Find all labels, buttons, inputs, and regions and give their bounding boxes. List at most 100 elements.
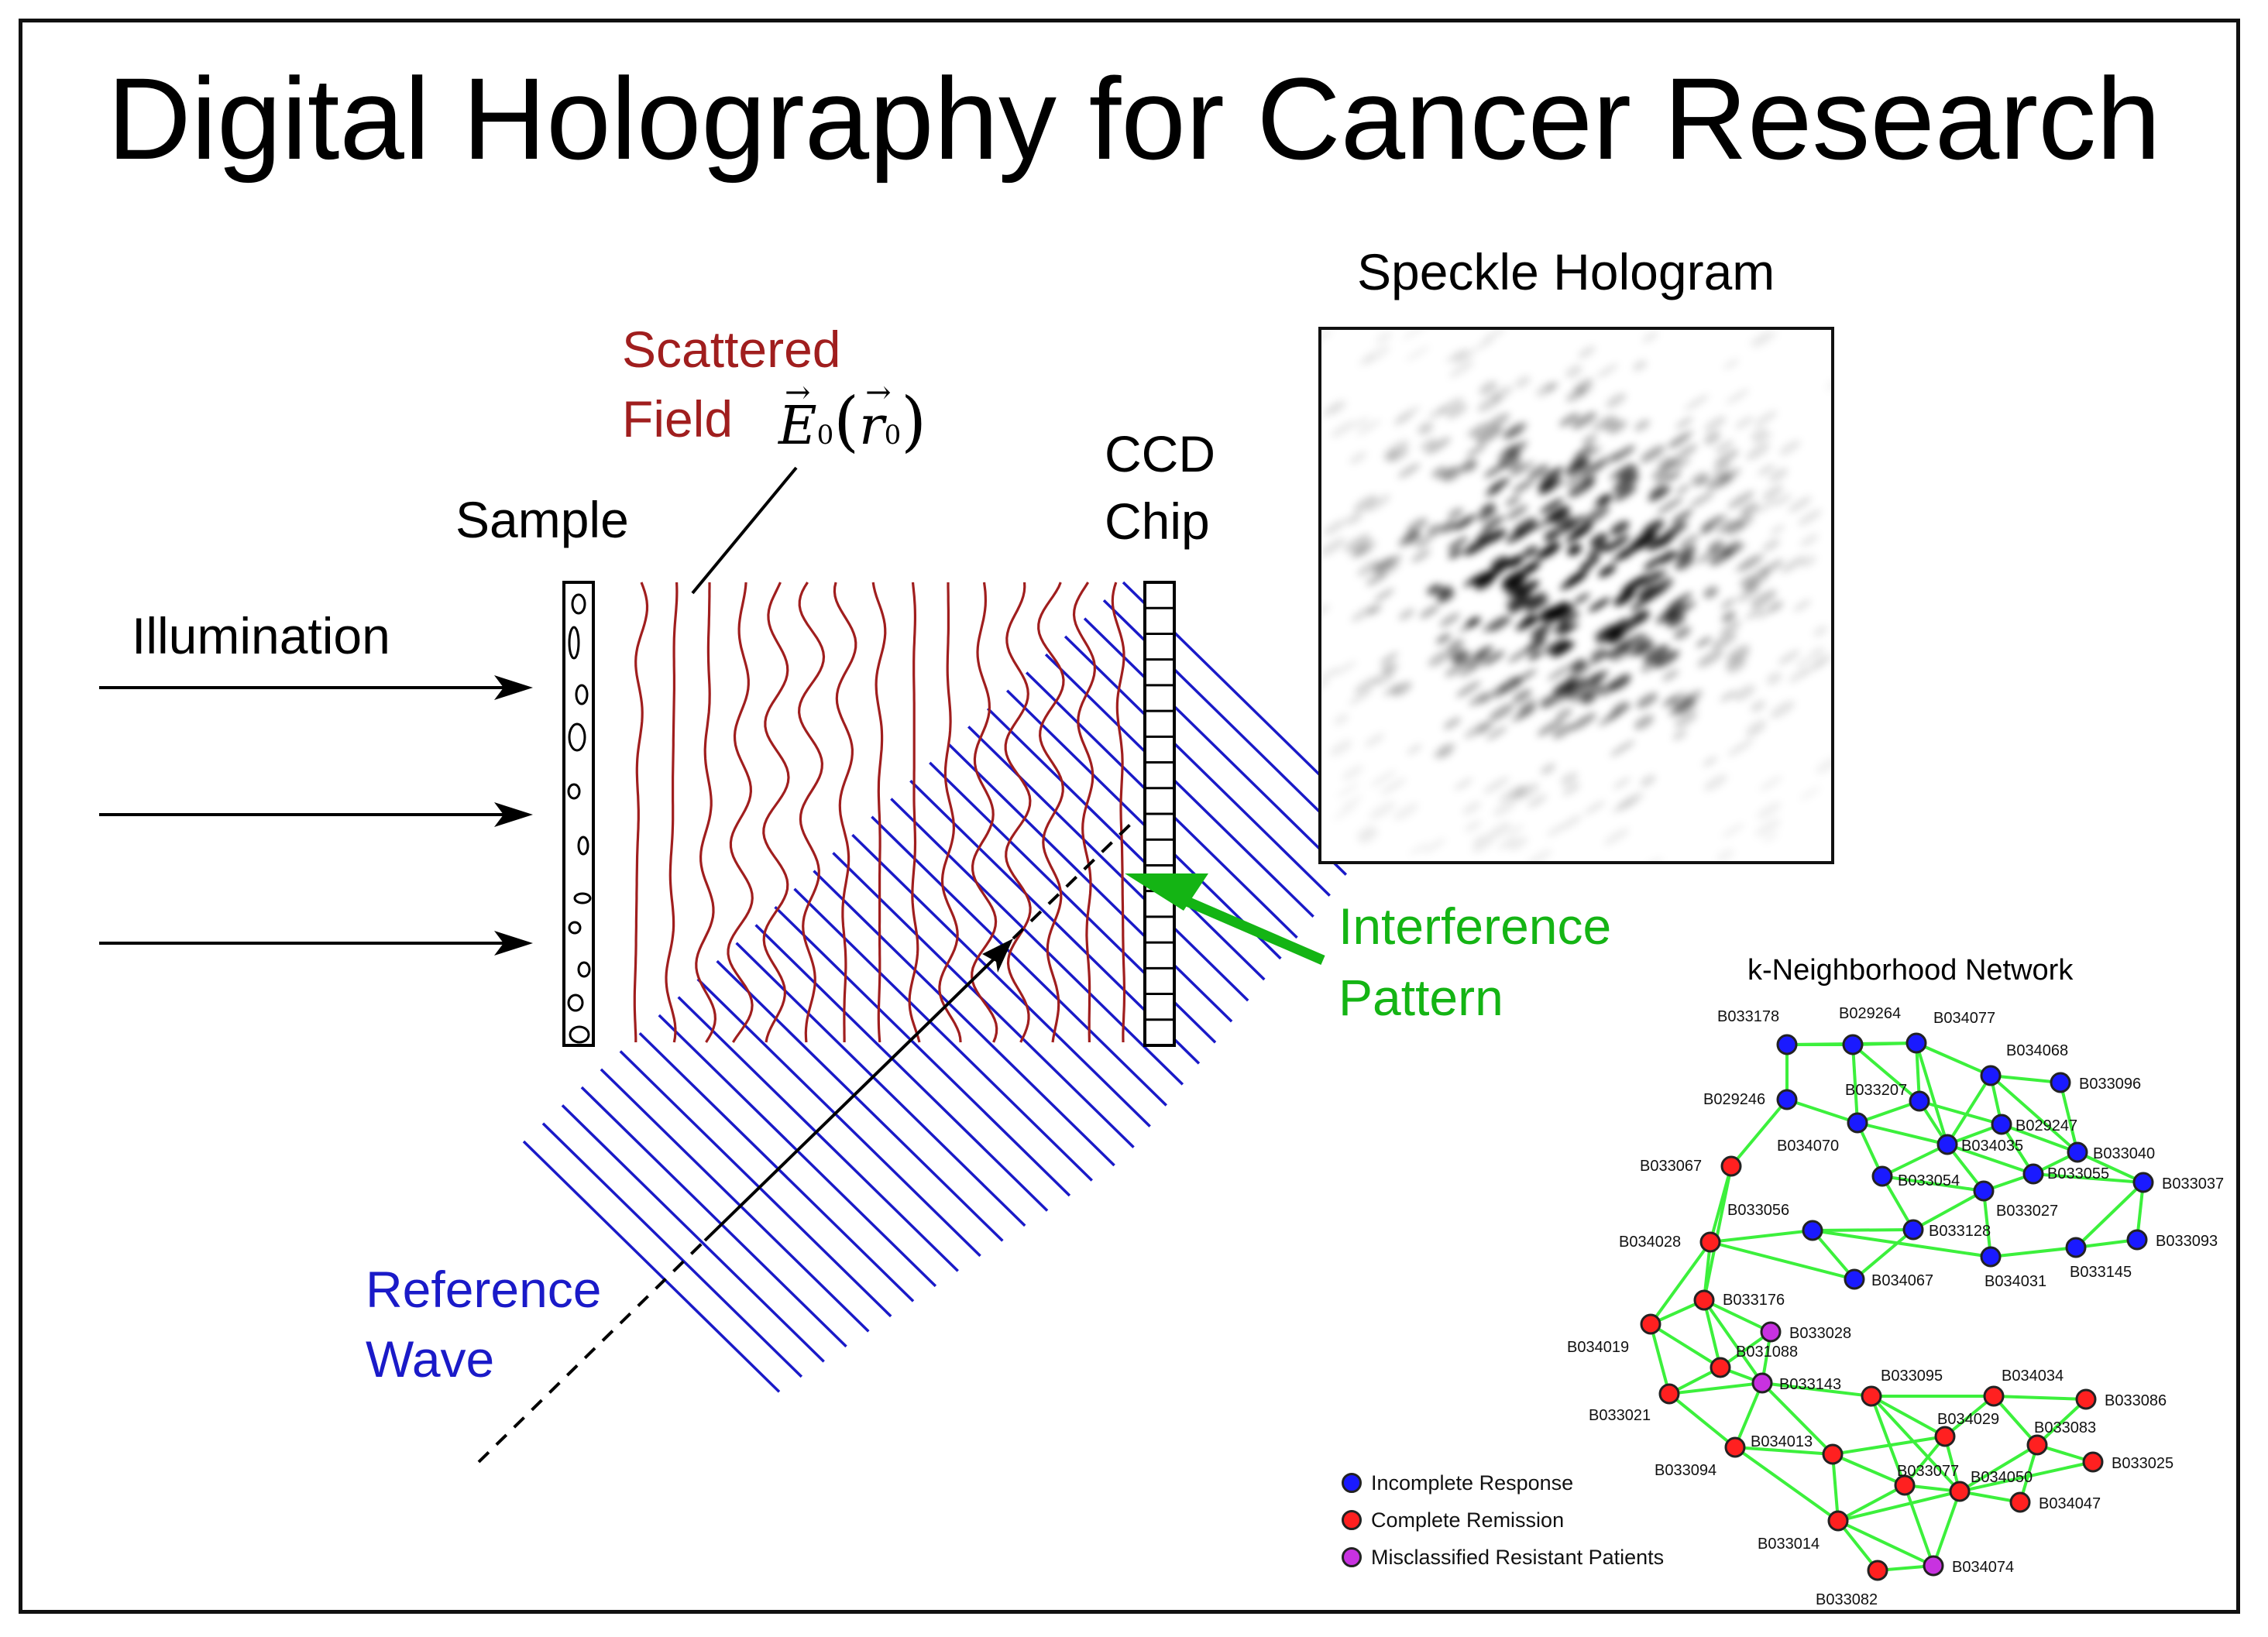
network-node-label: B033094	[1655, 1462, 1716, 1479]
network-node	[1760, 1321, 1782, 1343]
reference-wave-label: Reference	[366, 1261, 602, 1318]
reference-wave-line	[541, 1122, 803, 1378]
network-node-label: B033067	[1640, 1158, 1702, 1175]
network-node	[1902, 1219, 1924, 1241]
reference-wave-line	[561, 1104, 825, 1363]
network-node-label: B034034	[2002, 1368, 2064, 1385]
network-edge	[1734, 1446, 1840, 1522]
network-edge	[1870, 1395, 1906, 1486]
network-node	[2022, 1163, 2044, 1185]
network-edge	[1932, 1491, 1961, 1567]
network-edge	[1812, 1229, 1991, 1258]
network-edge	[1811, 1229, 1856, 1281]
network-node	[1894, 1474, 1916, 1496]
network-node-label: B033027	[1996, 1203, 2058, 1220]
network-edge	[1837, 1484, 1905, 1522]
legend-dot	[1342, 1547, 1362, 1567]
network-edge	[1668, 1381, 1763, 1395]
network-edge	[1734, 1382, 1764, 1448]
network-edge	[2001, 1123, 2078, 1154]
network-title: k-Neighborhood Network	[1747, 954, 2074, 987]
reference-wave-line	[522, 1140, 781, 1393]
network-edge	[1959, 1460, 2094, 1493]
network-node	[1980, 1246, 2002, 1268]
network-node-label: B034028	[1619, 1234, 1681, 1251]
network-edge	[1958, 1443, 2039, 1493]
network-node-label: B033054	[1898, 1172, 1960, 1189]
ccd-label-line2: Chip	[1105, 492, 1210, 550]
sample-cell	[575, 684, 589, 705]
network-node-label: B033086	[2105, 1392, 2167, 1409]
scattered-wave	[665, 582, 679, 1043]
network-edge	[1947, 1143, 2034, 1175]
network-node	[1699, 1231, 1721, 1253]
network-edge	[1857, 1121, 1948, 1146]
scattered-wave	[871, 582, 887, 1043]
illumination-label: Illumination	[132, 607, 390, 664]
network-edge	[1668, 1392, 1737, 1449]
arrow-head-icon	[494, 802, 533, 827]
sample-cell	[567, 994, 584, 1012]
network-node	[1776, 1034, 1798, 1055]
network-node	[1905, 1032, 1927, 1054]
network-edge	[1831, 1453, 1840, 1522]
network-edge	[1871, 1395, 1946, 1438]
network-node	[2009, 1491, 2031, 1513]
network-node	[2082, 1451, 2104, 1473]
network-node-label: B031088	[1736, 1344, 1798, 1361]
network-edge	[1990, 1074, 2061, 1084]
network-edge	[1943, 1395, 1995, 1438]
network-node-label: B033056	[1727, 1202, 1789, 1219]
scattered-wave	[833, 582, 857, 1042]
field-pointer-line	[691, 466, 798, 595]
network-node-label: B029246	[1703, 1091, 1765, 1108]
interference-label-line2: Pattern	[1338, 969, 1503, 1026]
sample-cell	[573, 892, 592, 904]
legend-dot	[1342, 1473, 1362, 1493]
network-edge	[1903, 1484, 1935, 1567]
network-node-label: B033093	[2156, 1233, 2218, 1250]
network-edge	[1837, 1519, 1879, 1572]
scattered-field-waves	[633, 582, 1126, 1043]
scattered-wave	[1072, 582, 1096, 1043]
network-node-label: B033128	[1929, 1223, 1991, 1240]
scattered-wave	[633, 582, 649, 1042]
network-edge	[1903, 1435, 1947, 1487]
network-node	[2132, 1172, 2154, 1193]
network-edge	[1703, 1299, 1764, 1385]
network-node	[1980, 1065, 2002, 1086]
sample-cell	[569, 1025, 590, 1044]
network-node	[1936, 1134, 1958, 1155]
network-edge	[1989, 1074, 2079, 1154]
network-node-label: B034050	[1971, 1469, 2033, 1486]
reference-wave-line	[600, 1068, 870, 1333]
network-node	[1973, 1180, 1995, 1202]
network-node	[1923, 1555, 1944, 1577]
network-node	[1822, 1443, 1844, 1465]
network-node-label: B029247	[2015, 1117, 2077, 1134]
scattered-wave	[1111, 582, 1126, 1043]
network-node	[2075, 1388, 2097, 1410]
network-nodes	[1640, 1032, 2154, 1581]
network-edge	[1916, 1042, 1991, 1077]
network-edge	[1851, 1043, 1921, 1103]
network-node-label: B034013	[1751, 1433, 1813, 1450]
network-edge	[1915, 1042, 1949, 1145]
scattered-wave	[727, 582, 754, 1043]
speckle-hologram-image	[1318, 327, 1834, 864]
network-node-label: B033014	[1758, 1536, 1820, 1553]
network-edge	[2036, 1398, 2088, 1447]
network-node-label: B034019	[1567, 1339, 1629, 1356]
sample-label: Sample	[455, 491, 629, 548]
network-edge	[1881, 1175, 1984, 1193]
network-edge	[1870, 1395, 1961, 1493]
network-node	[1983, 1385, 2005, 1407]
illumination-arrows	[99, 675, 533, 956]
network-node	[1861, 1385, 1882, 1407]
network-edge	[1946, 1074, 1992, 1146]
network-node	[1802, 1220, 1823, 1241]
page-title: Digital Holography for Cancer Research	[107, 53, 2161, 184]
network-node-label: B034047	[2039, 1495, 2101, 1512]
network-node	[1844, 1268, 1865, 1290]
